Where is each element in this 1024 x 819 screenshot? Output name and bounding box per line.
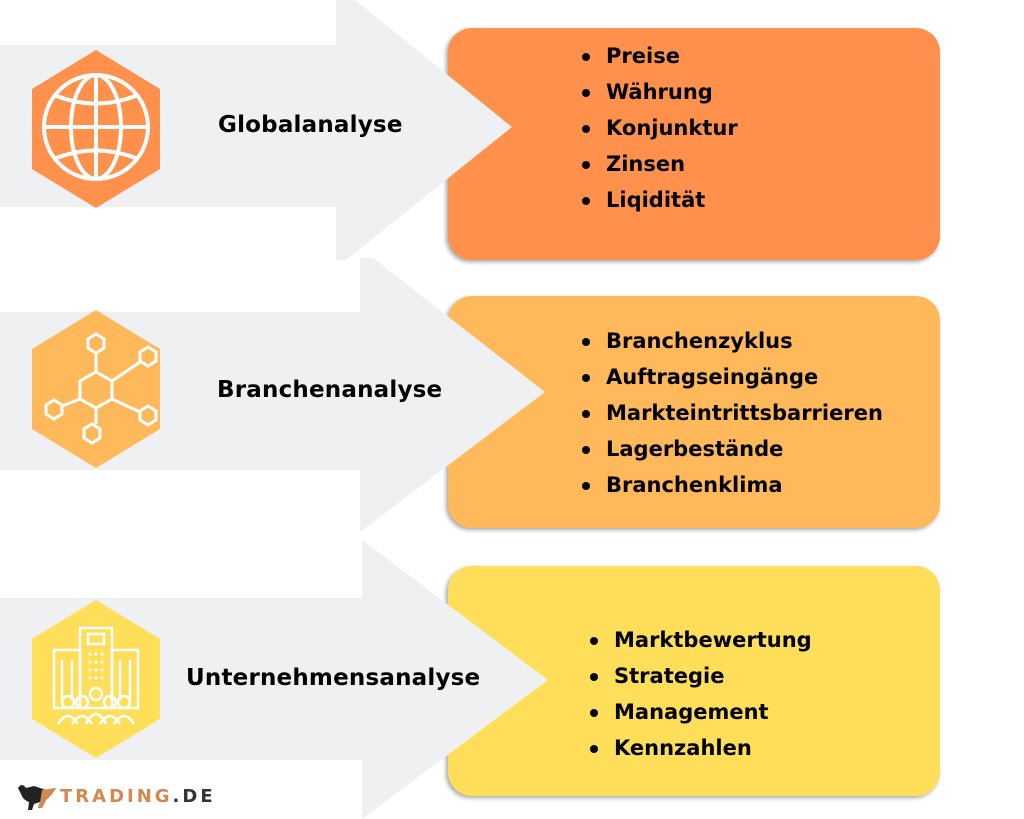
list-item: Konjunktur xyxy=(580,110,738,146)
level-title: Globalanalyse xyxy=(218,112,403,138)
trading-de-logo: TRADING .DE xyxy=(16,782,216,810)
arrow-1 xyxy=(0,0,512,260)
level-title: Unternehmensanalyse xyxy=(186,665,481,691)
arrow-2 xyxy=(0,258,545,532)
list-item: Lagerbestände xyxy=(580,431,883,467)
list-item: Auftragseingänge xyxy=(580,359,883,395)
list-item: Kennzahlen xyxy=(588,730,812,766)
logo-text-suffix: .DE xyxy=(172,785,216,807)
list-item: Branchenzyklus xyxy=(580,323,883,359)
list-item: Branchenklima xyxy=(580,467,883,503)
level-title: Branchenanalyse xyxy=(217,377,443,403)
list-item: Preise xyxy=(580,38,738,74)
list-item: Marktbewertung xyxy=(588,622,812,658)
level-1-box: Preise Währung Konjunktur Zinsen Liqidit… xyxy=(448,28,940,260)
list-item: Währung xyxy=(580,74,738,110)
arrow-3 xyxy=(0,540,548,819)
list-item: Liqidität xyxy=(580,182,738,218)
globe-icon xyxy=(32,50,160,208)
list-item: Strategie xyxy=(588,658,812,694)
office-building-people-icon xyxy=(32,600,160,758)
logo-text-main: TRADING xyxy=(60,785,173,807)
list-item: Zinsen xyxy=(580,146,738,182)
molecule-network-icon xyxy=(32,310,160,468)
bull-icon xyxy=(18,785,56,810)
list-item: Markteintrittsbarrieren xyxy=(580,395,883,431)
list-item: Management xyxy=(588,694,812,730)
level-3-box: Marktbewertung Strategie Management Kenn… xyxy=(448,566,940,796)
level-2-box: Branchenzyklus Auftragseingänge Marktein… xyxy=(448,296,940,528)
